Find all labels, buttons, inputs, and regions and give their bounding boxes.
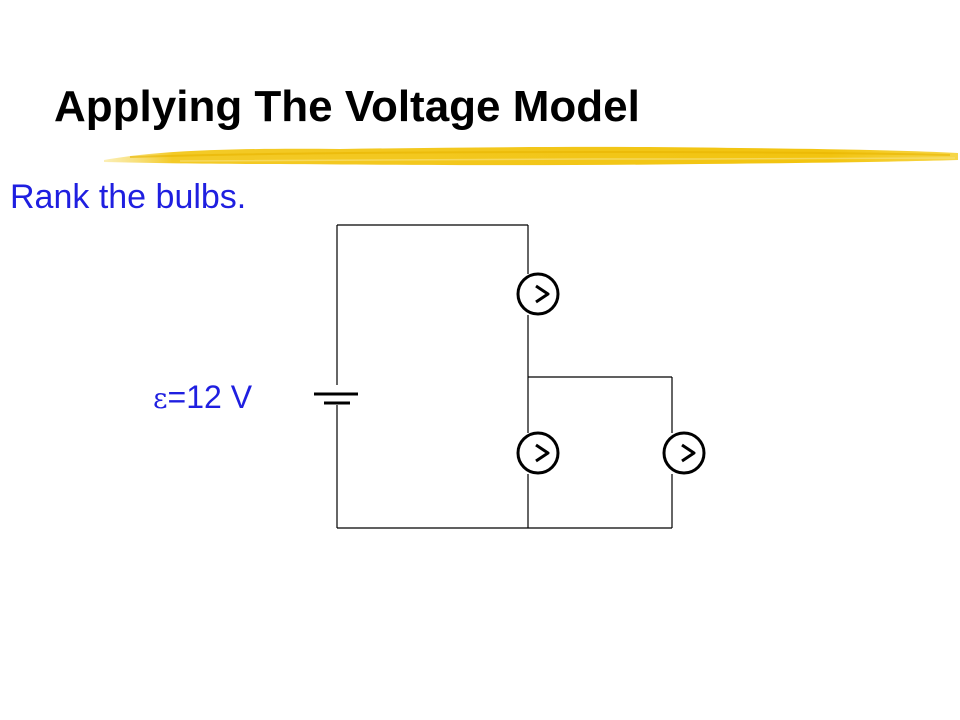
bulb-icon — [662, 431, 706, 475]
bulb-icon — [516, 272, 560, 316]
emf-value: =12 V — [167, 379, 253, 415]
emf-symbol: ε — [153, 382, 168, 415]
bulb-icon — [516, 431, 560, 475]
slide-title: Applying The Voltage Model — [54, 82, 640, 131]
emf-label: ε=12 V — [153, 379, 252, 416]
battery-icon — [314, 392, 358, 405]
title-underline-brushstroke — [104, 146, 958, 166]
question-prompt: Rank the bulbs. — [10, 178, 247, 216]
